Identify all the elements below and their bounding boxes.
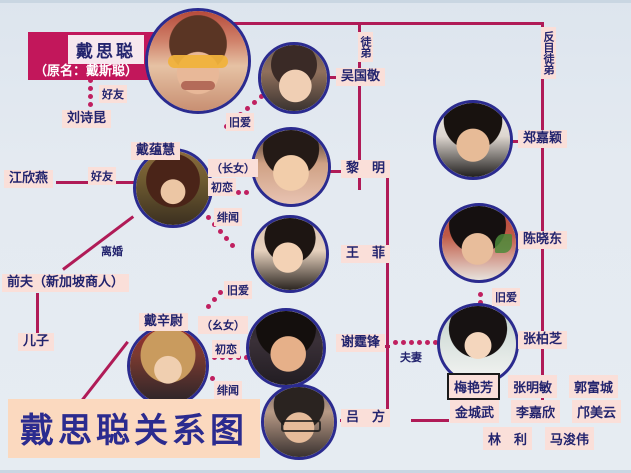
line-tudi-vertical — [358, 22, 361, 190]
label-li-ming: 黎 明 — [341, 160, 391, 178]
photo-wang-fei[interactable] — [251, 215, 329, 293]
page-title: 戴思聪关系图 — [8, 399, 260, 458]
header-name: 戴思聪 — [68, 35, 144, 64]
student-name-3-0[interactable]: 林 利 — [483, 427, 533, 450]
label-jiang-xinyan: 江欣燕 — [4, 170, 54, 188]
student-name-2-0[interactable]: 金城武 — [450, 400, 500, 423]
student-name-1-1[interactable]: 张明敏 — [508, 375, 558, 398]
line-center-vertical — [386, 170, 389, 420]
avatar-zheng-jiaying — [436, 103, 510, 177]
relation-lihun: 离婚 — [101, 245, 123, 258]
photo-xie-tingfeng[interactable] — [246, 308, 326, 388]
line-top-horizontal — [168, 22, 544, 25]
label-zhang-baizhi: 张柏芝 — [518, 331, 568, 349]
photo-zhang-baizhi[interactable] — [437, 303, 519, 385]
photo-dai-yunhui[interactable] — [133, 148, 213, 228]
relation-jiuai-2: 旧爱 — [224, 281, 252, 299]
relation-haoyou-1: 好友 — [99, 85, 127, 103]
label-dai-yunhui: 戴蕴慧 — [131, 142, 181, 160]
relation-jiuai-3: 旧爱 — [492, 288, 520, 306]
label-dai-xinwei: 戴辛尉 — [139, 313, 189, 331]
line-exhusband-son — [36, 293, 39, 337]
label-xie-tingfeng: 谢霆锋 — [336, 334, 386, 352]
avatar-dai-xinwei — [130, 328, 206, 404]
avatar-li-ming — [254, 130, 328, 204]
photo-chen-xiaodong[interactable] — [439, 203, 519, 283]
label-son: 儿子 — [18, 333, 55, 351]
student-name-1-2[interactable]: 郭富城 — [569, 375, 619, 398]
top-border — [0, 0, 631, 3]
avatar-xie-tingfeng — [249, 311, 323, 385]
avatar-lv-fang — [264, 387, 334, 457]
line-fanmu-vertical — [541, 22, 544, 420]
relation-chulian-2: 初恋 — [212, 340, 240, 358]
label-lv-fang: 吕 方 — [341, 409, 391, 427]
label-chen-xiaodong: 陈晓东 — [518, 231, 568, 249]
avatar-zhang-baizhi — [440, 306, 516, 382]
photo-zheng-jiaying[interactable] — [433, 100, 513, 180]
label-wu-guojing: 吴国敬 — [336, 68, 386, 86]
line-to-lvfang — [411, 419, 449, 422]
student-name-3-1[interactable]: 马浚伟 — [545, 427, 595, 450]
avatar-chen-xiaodong — [442, 206, 516, 280]
relation-haoyou-2: 好友 — [88, 167, 116, 185]
relation-jiuai-1: 旧爱 — [226, 113, 254, 131]
relation-fuqi: 夫妻 — [400, 351, 422, 364]
photo-li-ming[interactable] — [251, 127, 331, 207]
photo-dai-xinwei[interactable] — [127, 325, 209, 407]
label-zheng-jiaying: 郑嘉颖 — [518, 130, 568, 148]
avatar-dai-yunhui — [136, 151, 210, 225]
label-ex-husband: 前夫（新加坡商人） — [2, 274, 130, 292]
photo-wu-guojing[interactable] — [258, 42, 330, 114]
student-name-boxed[interactable]: 梅艳芳 — [447, 373, 501, 400]
avatar-wang-fei — [254, 218, 326, 290]
label-wang-fei: 王 菲 — [341, 245, 391, 263]
relation-tudi: 徒弟 — [358, 32, 373, 62]
student-name-2-2[interactable]: 邝美云 — [572, 400, 622, 423]
photo-lv-fang[interactable] — [261, 384, 337, 460]
relation-feiwen-1: 绯闻 — [214, 208, 242, 226]
label-liu-shikun: 刘诗昆 — [62, 110, 112, 128]
relation-fanmu-tudi: 反目徒弟 — [541, 27, 556, 79]
relation-chulian-1: 初恋 — [208, 178, 236, 196]
avatar-dai-sicong — [148, 11, 248, 111]
line-daiyunhui-exhusband — [62, 215, 135, 271]
relation-zhangnv: （长女） — [208, 159, 258, 177]
bottom-border — [0, 470, 631, 473]
avatar-wu-guojing — [261, 45, 327, 111]
relation-yaonv: （幺女） — [198, 316, 248, 334]
header-alias: （原名：戴斯聪） — [34, 64, 139, 79]
student-name-2-1[interactable]: 李嘉欣 — [511, 400, 561, 423]
photo-dai-sicong[interactable] — [145, 8, 251, 114]
relation-feiwen-2: 绯闻 — [214, 381, 242, 399]
